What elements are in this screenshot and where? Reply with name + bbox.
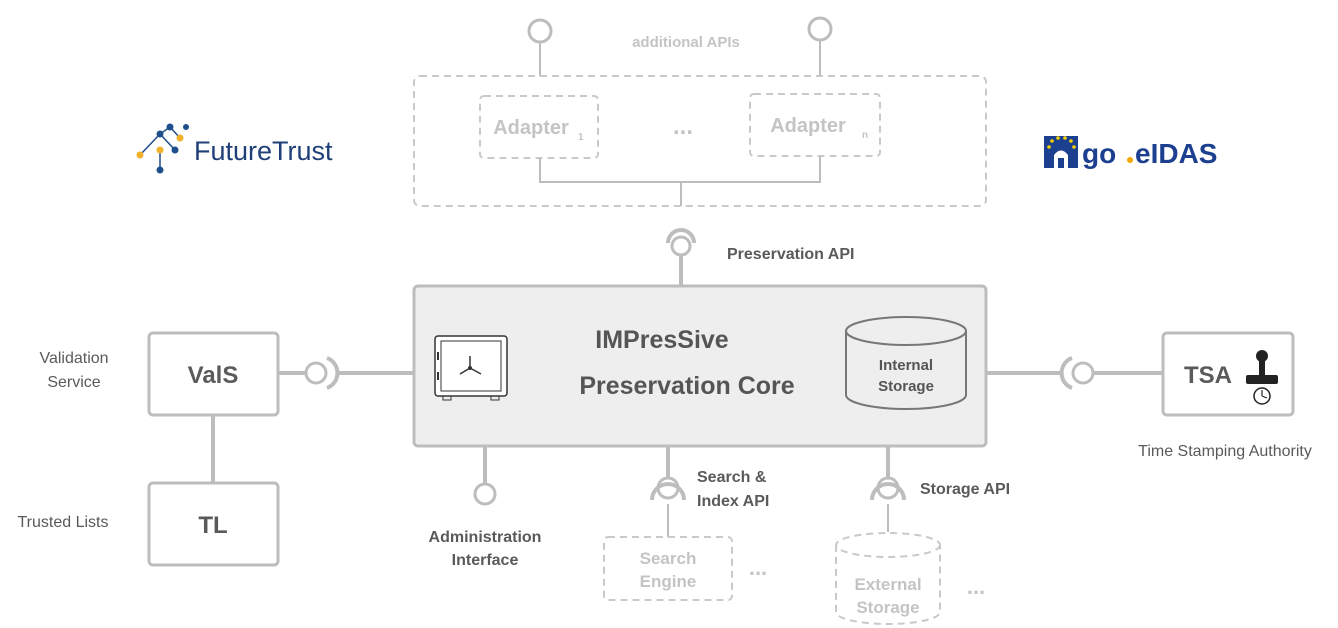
adapter-n-label: Adapter [770,115,846,137]
adapter-1-subscript: 1 [578,132,584,143]
additional-api-1-lollipop [527,18,553,44]
vault-icon [434,335,508,401]
storage-api-caption: Storage API [920,481,1010,498]
preservation-core: IMPresSive Preservation Core Internal St… [412,284,988,448]
adapters-ellipsis: ... [673,113,693,140]
internal-storage-line2: Storage [878,378,934,395]
stamp-icon [1246,350,1278,405]
external-storage-line1: External [854,575,921,594]
additional-apis-group: additional APIs Adapter 1 ... Adapter n [413,16,987,207]
tsa-connector-ball [1071,361,1095,385]
additional-apis-label: additional APIs [632,34,740,51]
adapter-n-box [749,93,881,157]
search-api-ball [656,476,680,500]
external-storage-ellipsis: ... [967,574,985,599]
database-icon [845,316,967,410]
goeidas-dot [1127,157,1133,163]
goeidas-logo: go eIDAS [1044,136,1217,169]
admin-caption-line1: Administration [429,529,542,546]
futuretrust-logo-icon [136,123,189,174]
vals-connector-socket [326,356,340,390]
futuretrust-wordmark: FutureTrust [194,136,333,166]
search-index-api-group: Search & Index API Search Engine ... [603,446,769,601]
goeidas-wordmark-go: go [1082,138,1116,169]
trusted-lists-caption: Trusted Lists [18,514,109,531]
additional-api-n-lollipop [807,16,833,42]
tsa-label: TSA [1184,362,1232,389]
eu-flag-lock-icon [1044,136,1078,168]
search-api-socket [650,482,686,501]
validation-service-group: Validation Service ValS Trusted Lists TL [18,331,414,567]
tl-box [147,481,280,567]
external-storage-line2: Storage [856,598,919,617]
futuretrust-logo: FutureTrust [136,123,333,174]
adapter-n-subscript: n [862,130,868,141]
tsa-caption: Time Stamping Authority [1138,443,1312,460]
storage-api-group: Storage API External Storage ... [835,446,1010,625]
search-engine-ellipsis: ... [749,555,767,580]
external-storage-database-icon [835,532,941,625]
goeidas-wordmark-eidas: eIDAS [1135,138,1217,169]
core-title-line2: Preservation Core [579,372,794,400]
adapter-1-label: Adapter [493,117,569,139]
internal-storage-line1: Internal [879,357,933,374]
search-engine-line2: Engine [640,572,697,591]
core-title-line1: IMPresSive [595,326,729,354]
administration-interface-group: Administration Interface [429,446,542,569]
admin-lollipop [473,482,497,506]
storage-api-socket [870,482,906,501]
validation-service-caption-line1: Validation [39,350,108,367]
preservation-core-box [412,284,988,448]
search-api-caption-line1: Search & [697,469,767,486]
tsa-connector-socket [1059,356,1073,390]
validation-service-caption-line2: Service [47,374,100,391]
vals-label: ValS [188,362,239,389]
search-api-caption-line2: Index API [697,493,769,510]
search-engine-box [603,536,733,601]
search-engine-line1: Search [640,549,697,568]
storage-api-ball [876,476,900,500]
preservation-api-socket [666,228,696,244]
preservation-api-connector: Preservation API [666,228,854,286]
tsa-group: TSA Time Stamping Authority [986,331,1312,460]
admin-caption-line2: Interface [452,552,519,569]
vals-connector-ball [304,361,328,385]
tl-label: TL [198,512,227,539]
preservation-api-ball [670,235,692,257]
preservation-api-label: Preservation API [727,246,854,263]
